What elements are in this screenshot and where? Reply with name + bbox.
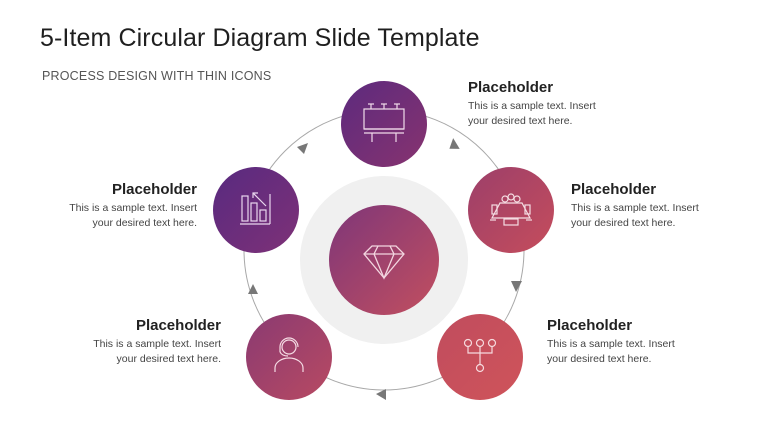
item-circle-left: [213, 167, 299, 253]
item-heading: Placeholder: [135, 317, 221, 334]
center-circle: [329, 205, 439, 315]
item-label-bottom-right: Placeholder This is a sample text. Inser…: [547, 317, 717, 367]
item-circle-bottom-left: [246, 314, 332, 400]
item-label-right: Placeholder This is a sample text. Inser…: [571, 181, 741, 231]
item-heading: Placeholder: [547, 317, 633, 334]
conference-table-icon: [490, 193, 532, 226]
item-circle-top: [341, 81, 427, 167]
arrow-icon: [511, 281, 522, 292]
arrow-icon: [248, 284, 258, 294]
headset-user-icon: [274, 337, 304, 372]
diamond-icon: [363, 245, 405, 280]
item-heading: Placeholder: [111, 181, 197, 198]
bar-chart-icon: [240, 192, 271, 225]
arrow-icon: [449, 138, 460, 149]
item-heading: Placeholder: [571, 181, 657, 198]
arrow-icon: [297, 143, 308, 154]
flow-arrows: [248, 138, 522, 400]
item-circle-right: [468, 167, 554, 253]
slide-title: 5-Item Circular Diagram Slide Template: [40, 24, 480, 52]
item-label-bottom-left: Placeholder This is a sample text. Inser…: [51, 317, 221, 367]
item-label-left: Placeholder This is a sample text. Inser…: [27, 181, 197, 231]
hierarchy-icon: [463, 338, 497, 373]
arrow-icon: [376, 389, 386, 400]
item-label-top: Placeholder This is a sample text. Inser…: [468, 79, 638, 129]
item-heading: Placeholder: [468, 79, 554, 96]
billboard-icon: [363, 103, 405, 142]
slide-subtitle: PROCESS DESIGN WITH THIN ICONS: [42, 69, 272, 83]
